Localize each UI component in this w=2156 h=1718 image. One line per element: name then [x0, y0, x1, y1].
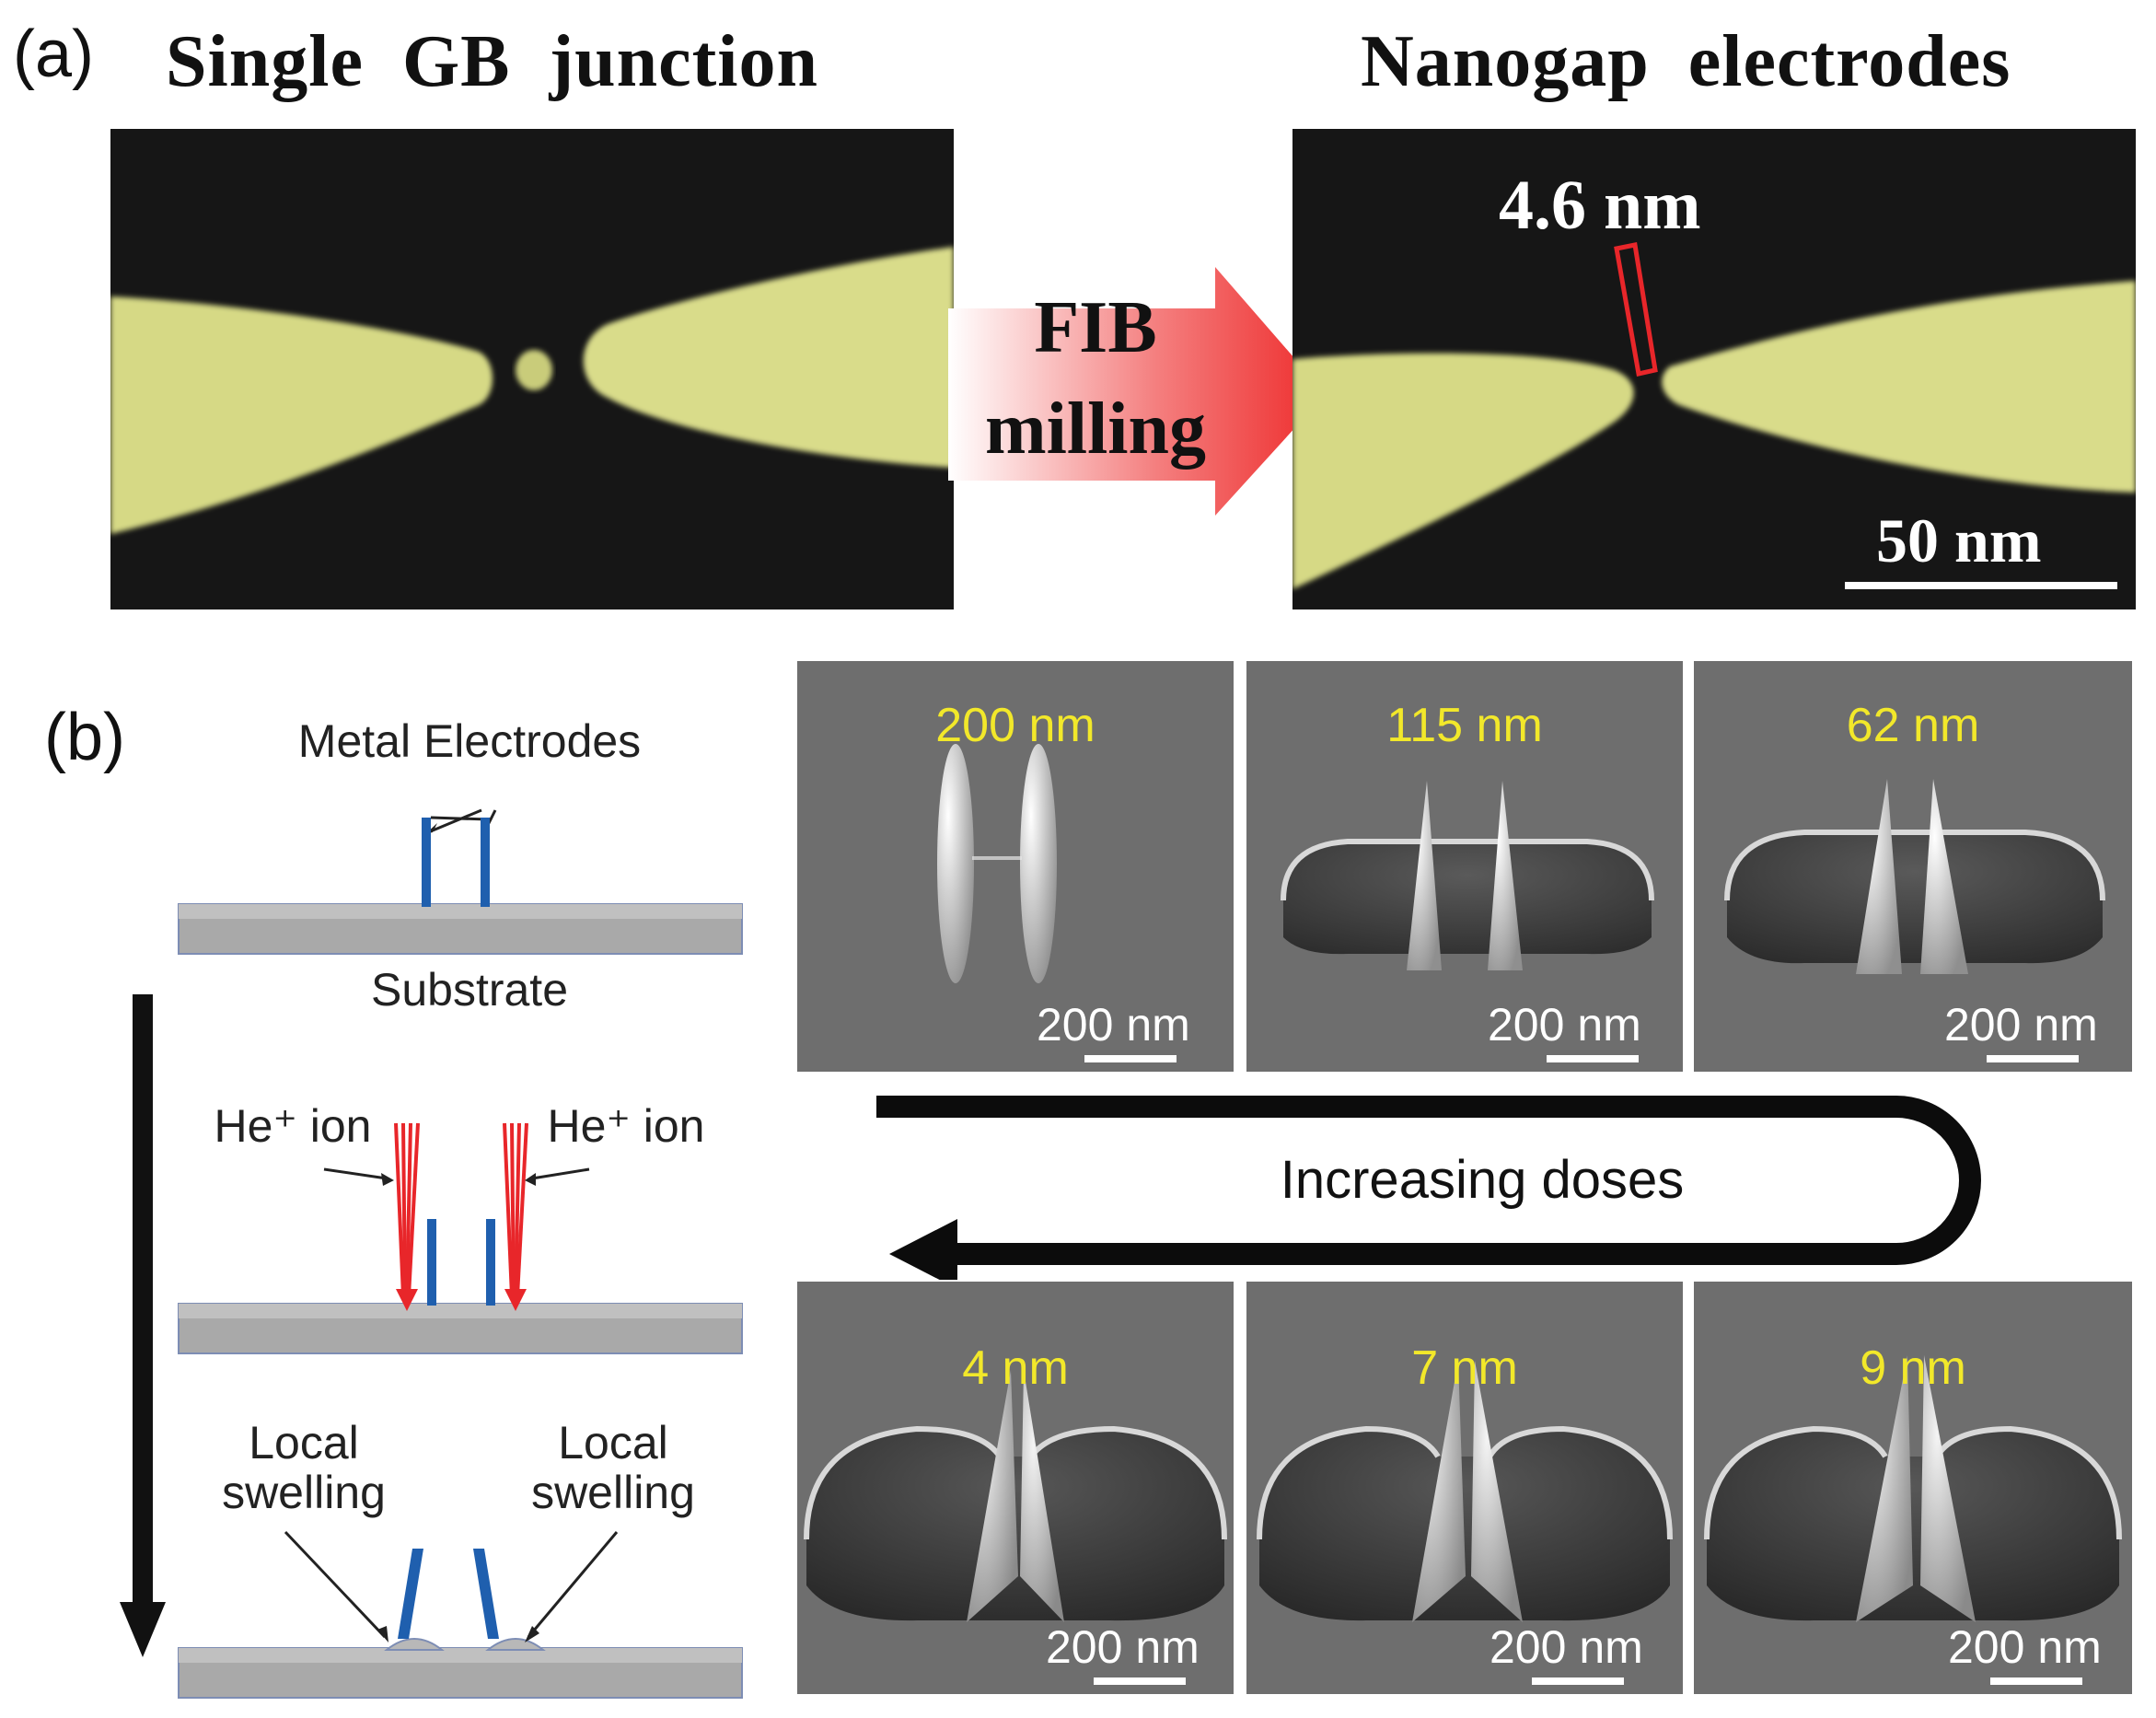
local-swelling-left-line2: swelling [222, 1467, 386, 1518]
sem-gap-4nm: 4 nm 200 nm [797, 1282, 1234, 1694]
scale-label: 200 nm [1046, 1621, 1200, 1673]
electrode-pair-graphic [1704, 1355, 2122, 1622]
scale-bar [1084, 1055, 1177, 1062]
scale-bar-a [1845, 582, 2117, 589]
scale-bar [1094, 1677, 1186, 1685]
local-swelling-right-line1: Local [558, 1417, 668, 1468]
sem-gap-9nm: 9 nm 200 nm [1694, 1282, 2132, 1694]
gap-label: 9 nm [1860, 1341, 1966, 1395]
panel-a-letter: (a) [13, 17, 94, 91]
sem-image-single-junction [110, 129, 954, 609]
fib-label-line2: milling [984, 389, 1207, 470]
he-ion-right-label: He⁺ ion [547, 1100, 705, 1152]
scale-bar [1990, 1677, 2082, 1685]
panel-a-right-title: Nanogap electrodes [1361, 21, 2011, 102]
increasing-doses-label: Increasing doses [1280, 1150, 1685, 1210]
junction-electrodes-graphic [110, 247, 954, 534]
gap-label: 62 nm [1846, 699, 1980, 752]
scale-label: 200 nm [1489, 1621, 1643, 1673]
gap-size-label: 4.6 nm [1499, 167, 1701, 244]
scale-label: 200 nm [1944, 999, 2098, 1051]
electrode-pair-graphic [1257, 1361, 1673, 1622]
nanogap-electrodes-graphic [1292, 242, 2136, 589]
gap-label: 4 nm [962, 1341, 1069, 1395]
sem-gap-200nm: 200 nm 200 nm [797, 661, 1234, 1072]
gap-label: 200 nm [935, 699, 1095, 752]
electrode-pair-graphic [1724, 779, 2105, 974]
he-ion-left-label: He⁺ ion [214, 1100, 372, 1152]
sem-gap-115nm: 115 nm 200 nm [1246, 661, 1683, 1072]
scale-label: 200 nm [1037, 999, 1190, 1051]
electrode-pair-graphic [937, 744, 1057, 983]
fib-label-line1: FIB [1034, 287, 1157, 368]
increasing-dose-arrow [876, 1096, 1981, 1280]
local-swelling-right-line2: swelling [531, 1467, 695, 1518]
panel-a-left-title: Single GB junction [166, 21, 819, 102]
scale-bar [1532, 1677, 1624, 1685]
panel-b-letter: (b) [44, 701, 125, 774]
sem-image-nanogap: 4.6 nm 50 nm [1292, 129, 2136, 609]
electrode-pair-graphic [1281, 781, 1654, 970]
fib-milling-arrow [948, 267, 1326, 516]
substrate-label: Substrate [370, 964, 568, 1016]
scale-label-a: 50 nm [1876, 505, 2042, 575]
metal-electrodes-label: Metal Electrodes [297, 715, 642, 767]
scale-bar [1987, 1055, 2079, 1062]
sem-gap-62nm: 62 nm 200 nm [1694, 661, 2132, 1072]
scale-bar [1547, 1055, 1639, 1062]
he-ion-process-schematic [120, 808, 743, 1699]
gap-label: 115 nm [1386, 699, 1543, 752]
sem-gap-7nm: 7 nm 200 nm [1246, 1282, 1683, 1694]
gap-label: 7 nm [1411, 1341, 1518, 1395]
local-swelling-left-line1: Local [249, 1417, 359, 1468]
scale-label: 200 nm [1948, 1621, 2102, 1673]
electrode-pair-graphic [804, 1370, 1227, 1622]
scale-label: 200 nm [1488, 999, 1641, 1051]
